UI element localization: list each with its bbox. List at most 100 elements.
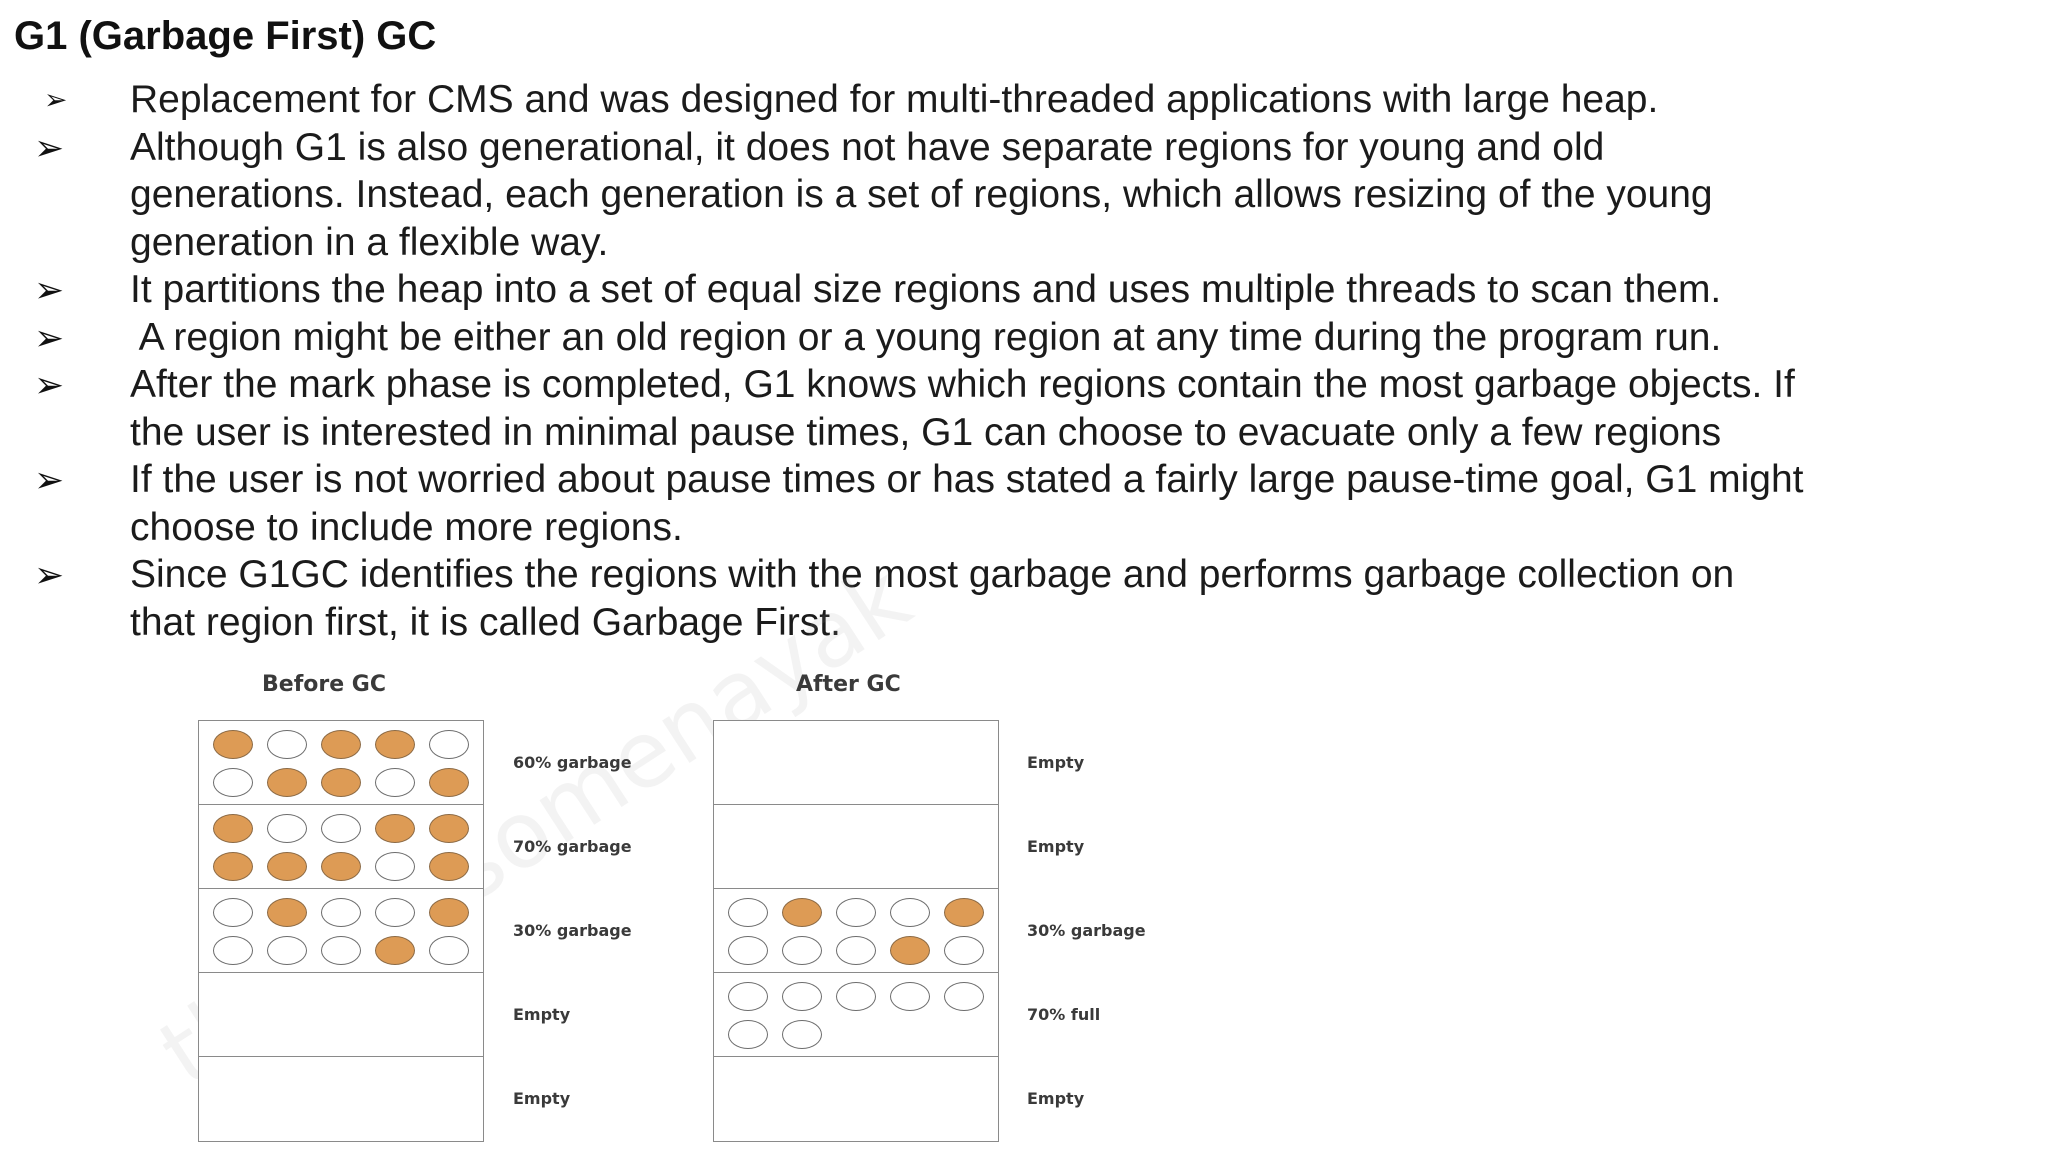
bullet-text-line: that region first, it is called Garbage …	[130, 600, 841, 644]
live-object-circle	[836, 982, 876, 1011]
object-row	[728, 982, 984, 1011]
region-label: Empty	[1027, 837, 1085, 856]
object-row	[728, 1020, 822, 1049]
region-label: 60% garbage	[513, 753, 632, 772]
bullet-text-line: Since G1GC identifies the regions with t…	[130, 553, 1735, 596]
region-label: 70% full	[1027, 1005, 1101, 1024]
bullet-text-line: the user is interested in minimal pause …	[130, 410, 1722, 454]
bullet-item: ➢ After the mark phase is completed, G1 k…	[0, 361, 2050, 456]
garbage-object-circle	[890, 936, 930, 965]
live-object-circle	[429, 730, 469, 759]
bullet-item: ➢ Although G1 is also generational, it do…	[0, 124, 2050, 267]
region-label: Empty	[513, 1005, 571, 1024]
live-object-circle	[321, 936, 361, 965]
heap-region	[714, 721, 998, 805]
live-object-circle	[213, 936, 253, 965]
arrow-bullet-icon: ➢	[34, 269, 65, 310]
bullet-text-line: It partitions the heap into a set of equ…	[130, 268, 1722, 311]
bullet-text-line: If the user is not worried about pause t…	[130, 458, 1804, 501]
heap-region	[714, 1057, 998, 1141]
live-object-circle	[321, 814, 361, 843]
heap-region	[714, 889, 998, 973]
garbage-object-circle	[321, 852, 361, 881]
live-object-circle	[375, 768, 415, 797]
live-object-circle	[267, 814, 307, 843]
region-label: 70% garbage	[513, 837, 632, 856]
before-gc-title: Before GC	[262, 672, 387, 697]
bullet-text-line: choose to include more regions.	[130, 505, 683, 549]
region-label: Empty	[513, 1089, 571, 1108]
page-title: G1 (Garbage First) GC	[14, 14, 437, 58]
live-object-circle	[375, 852, 415, 881]
garbage-object-circle	[375, 814, 415, 843]
bullet-text-line: After the mark phase is completed, G1 kn…	[130, 363, 1795, 406]
arrow-bullet-icon: ➢	[44, 84, 68, 115]
live-object-circle	[728, 898, 768, 927]
garbage-object-circle	[213, 852, 253, 881]
bullet-text-line: Although G1 is also generational, it doe…	[130, 125, 1605, 169]
arrow-bullet-icon: ➢	[34, 459, 65, 500]
bullet-item: ➢ Since G1GC identifies the regions with …	[0, 551, 2050, 646]
garbage-object-circle	[267, 852, 307, 881]
garbage-object-circle	[213, 730, 253, 759]
object-row	[728, 898, 984, 927]
bullet-item: ➢ A region might be either an old region…	[0, 314, 2050, 362]
region-label: Empty	[1027, 753, 1085, 772]
garbage-object-circle	[429, 768, 469, 797]
heap-region	[199, 889, 483, 973]
garbage-object-circle	[782, 898, 822, 927]
garbage-object-circle	[321, 730, 361, 759]
live-object-circle	[944, 982, 984, 1011]
heap-region	[199, 973, 483, 1057]
live-object-circle	[890, 982, 930, 1011]
garbage-object-circle	[213, 814, 253, 843]
garbage-object-circle	[267, 898, 307, 927]
live-object-circle	[213, 768, 253, 797]
object-row	[213, 898, 469, 927]
live-object-circle	[782, 1020, 822, 1049]
object-row	[728, 936, 984, 965]
arrow-bullet-icon: ➢	[34, 316, 65, 358]
heap-region	[199, 721, 483, 805]
garbage-object-circle	[267, 768, 307, 797]
bullet-text-line: generation in a flexible way.	[130, 220, 609, 264]
garbage-object-circle	[944, 898, 984, 927]
bullet-text-line: Replacement for CMS and was designed for…	[130, 78, 1659, 121]
live-object-circle	[782, 936, 822, 965]
live-object-circle	[375, 898, 415, 927]
live-object-circle	[267, 936, 307, 965]
garbage-object-circle	[429, 852, 469, 881]
heap-region	[714, 973, 998, 1057]
live-object-circle	[890, 898, 930, 927]
garbage-object-circle	[375, 730, 415, 759]
live-object-circle	[728, 1020, 768, 1049]
garbage-object-circle	[429, 814, 469, 843]
bullet-item: ➢ Replacement for CMS and was designed fo…	[0, 76, 2050, 124]
arrow-bullet-icon: ➢	[34, 364, 65, 405]
bullet-text-line: generations. Instead, each generation is…	[130, 173, 1713, 216]
bullet-list: ➢ Replacement for CMS and was designed fo…	[0, 76, 2050, 646]
garbage-object-circle	[375, 936, 415, 965]
live-object-circle	[728, 982, 768, 1011]
heap-region	[714, 805, 998, 889]
live-object-circle	[321, 898, 361, 927]
region-label: 30% garbage	[513, 921, 632, 940]
live-object-circle	[944, 936, 984, 965]
object-row	[213, 936, 469, 965]
object-row	[213, 814, 469, 843]
live-object-circle	[836, 898, 876, 927]
arrow-bullet-icon: ➢	[34, 554, 65, 595]
object-row	[213, 852, 469, 881]
live-object-circle	[782, 982, 822, 1011]
after-gc-heap	[713, 720, 999, 1142]
live-object-circle	[728, 936, 768, 965]
live-object-circle	[836, 936, 876, 965]
live-object-circle	[267, 730, 307, 759]
bullet-text-line: A region might be either an old region o…	[130, 315, 1722, 359]
heap-region	[199, 805, 483, 889]
live-object-circle	[429, 936, 469, 965]
after-gc-title: After GC	[796, 672, 901, 697]
region-label: Empty	[1027, 1089, 1085, 1108]
bullet-item: ➢ It partitions the heap into a set of eq…	[0, 266, 2050, 314]
arrow-bullet-icon: ➢	[34, 126, 65, 168]
